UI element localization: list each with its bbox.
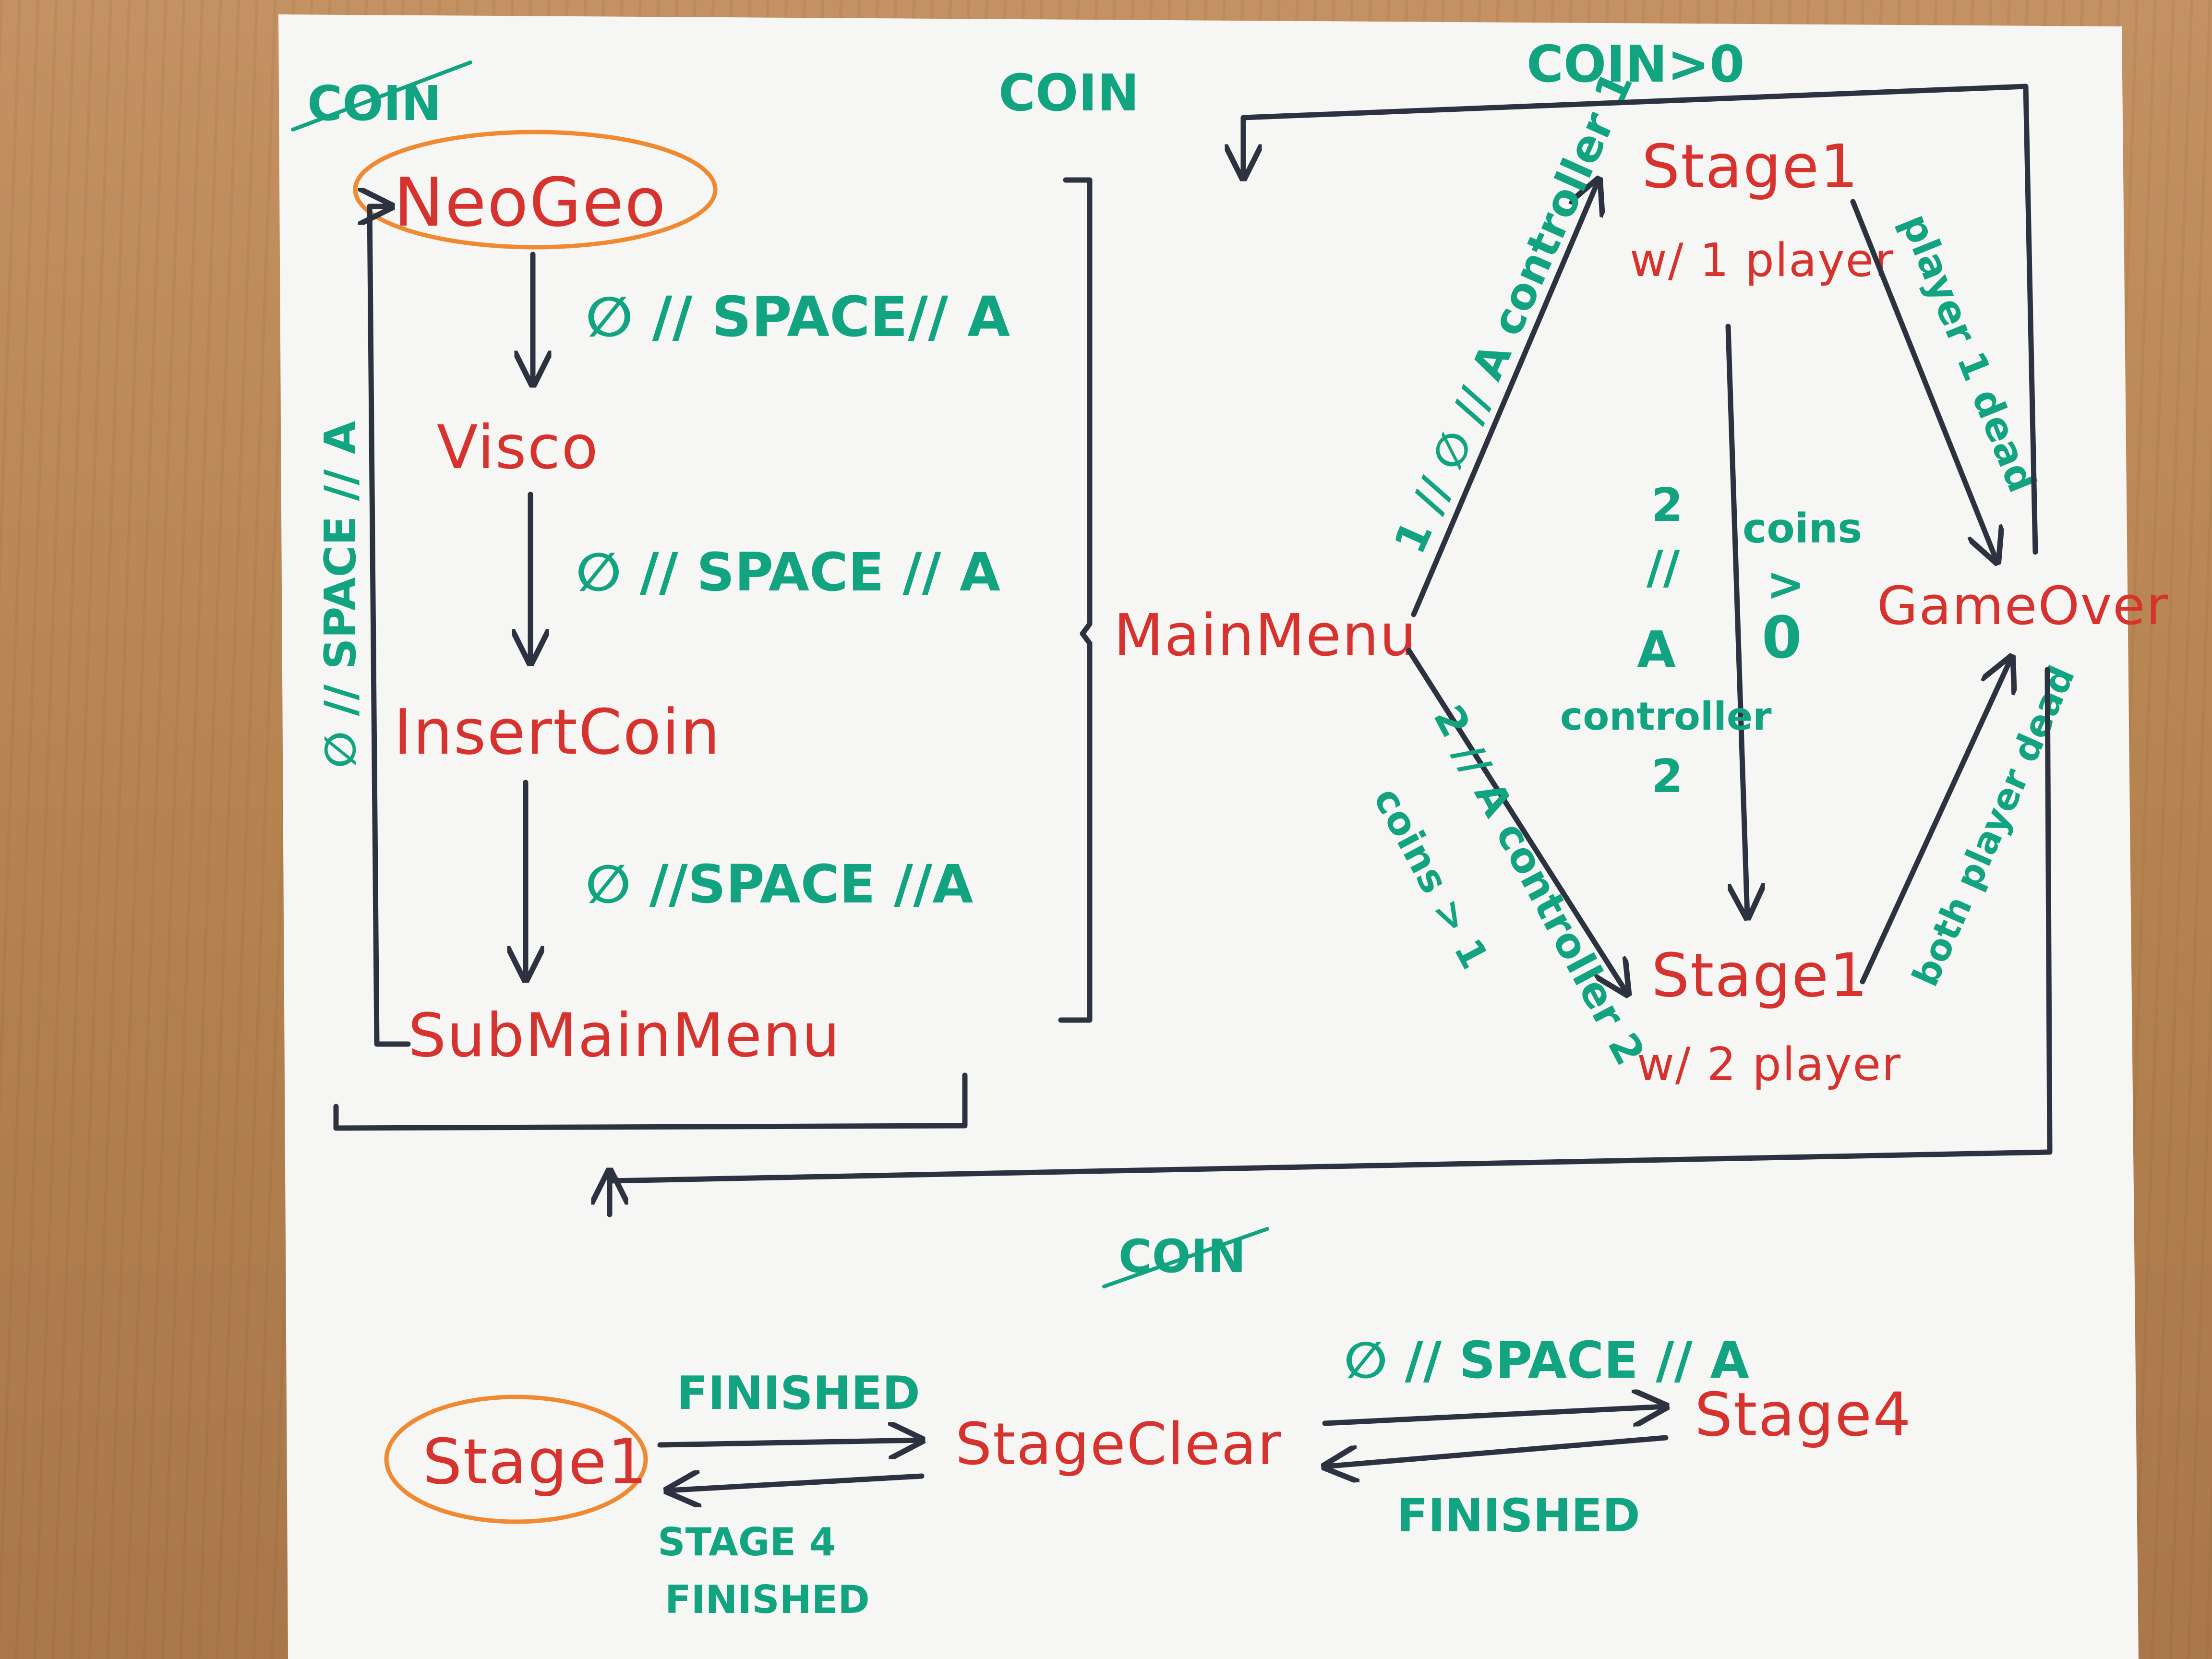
paper-sheet xyxy=(278,14,2139,1659)
label-coin-top: COIN xyxy=(998,64,1139,122)
arrow-main-to-1p xyxy=(1411,180,1599,617)
label-1p-2p-4: controller xyxy=(1560,694,1772,739)
state-stage1-bottom: Stage1 xyxy=(422,1425,648,1498)
state-insert-coin: InsertCoin xyxy=(394,696,721,769)
arrow-gameover-to-mainmenu xyxy=(1243,84,2038,555)
strike-coin-top xyxy=(291,60,472,132)
label-stage4-finished-b: FINISHED xyxy=(665,1577,870,1622)
arrow-1p-to-gameover xyxy=(1850,199,1997,562)
label-finished-1: FINISHED xyxy=(677,1367,920,1420)
arrow-loop-sub-to-neogeo xyxy=(370,206,411,1047)
start-state-highlight xyxy=(353,130,718,250)
label-coins-2: > xyxy=(1767,558,1805,611)
label-1p-2p-5: 2 xyxy=(1651,750,1683,803)
state-main-menu: MainMenu xyxy=(1114,602,1417,669)
strike-coin-bottom xyxy=(1102,1227,1269,1288)
label-insert-sub: ∅ //SPACE //A xyxy=(586,854,973,915)
state-stage1-2p-sub: w/ 2 player xyxy=(1637,1038,1901,1091)
stage-flow: Stage1 StageClear Stage4 FINISHED STAGE … xyxy=(384,1331,1912,1622)
arrow-main-to-2p xyxy=(1406,648,1627,994)
arrow-1p-to-2p xyxy=(1725,324,1747,917)
label-1p-2p-3: A xyxy=(1637,621,1676,679)
label-coin-struck-top: COIN xyxy=(307,75,441,132)
label-coins-1: coins xyxy=(1743,505,1862,553)
arrow-stage4-to-clear xyxy=(1325,1435,1669,1467)
label-coin-gt-zero: COIN>0 xyxy=(1527,35,1744,94)
stage1-highlight xyxy=(384,1395,648,1524)
state-stage1-1p: Stage1 xyxy=(1642,132,1859,202)
label-stage4-finished-a: STAGE 4 xyxy=(658,1520,836,1564)
state-stage-clear: StageClear xyxy=(955,1411,1282,1478)
label-visco-insert: ∅ // SPACE // A xyxy=(576,541,1000,603)
bracket-left-group xyxy=(1058,177,1093,1023)
state-stage1-1p-sub: w/ 1 player xyxy=(1630,234,1894,287)
arrow-clear-to-stage4 xyxy=(1322,1407,1666,1423)
label-neogeo-visco: ∅ // SPACE// A xyxy=(586,285,1010,349)
state-game-over: GameOver xyxy=(1877,575,2169,637)
state-stage1-2p: Stage1 xyxy=(1651,941,1869,1010)
label-clear-to-stage4: ∅ // SPACE // A xyxy=(1344,1331,1749,1390)
label-1p-2p-1: 2 xyxy=(1651,479,1683,532)
bracket-bottom-left xyxy=(333,1072,968,1131)
label-loop-left: ∅ // SPACE // A xyxy=(315,421,366,768)
state-visco: Visco xyxy=(437,413,599,482)
arrow-stage1-to-clear xyxy=(657,1440,922,1445)
state-stage4: Stage4 xyxy=(1695,1380,1912,1450)
arrow-2p-to-gameover xyxy=(1860,658,2011,985)
state-sub-main-menu: SubMainMenu xyxy=(408,1001,841,1070)
boot-flow: NeoGeo Visco InsertCoin SubMainMenu ∅ //… xyxy=(291,60,1139,1070)
label-1p-2p-2: // xyxy=(1647,541,1680,594)
label-coins-3: 0 xyxy=(1762,605,1802,672)
arrow-clear-to-stage1 xyxy=(667,1476,925,1491)
state-neogeo: NeoGeo xyxy=(394,164,667,242)
label-finished-2: FINISHED xyxy=(1397,1490,1640,1542)
